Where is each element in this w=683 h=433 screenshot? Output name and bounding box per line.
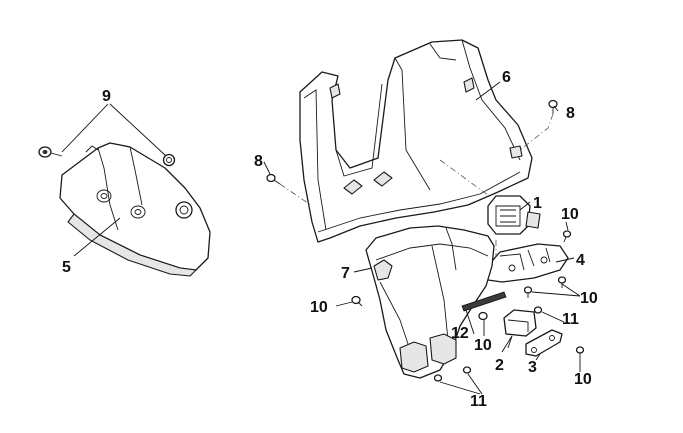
callout-3: 3	[528, 359, 537, 376]
callout-10-center: 10	[474, 337, 492, 354]
part-9-clip	[162, 153, 176, 167]
screw-10-mid-a	[557, 276, 567, 288]
callout-10-bottom: 10	[574, 371, 592, 388]
part-8-screw-right	[548, 99, 558, 114]
screw-11-b	[462, 366, 472, 374]
screw-10-mid-b	[523, 286, 533, 298]
fasteners	[351, 230, 585, 382]
screw-11-a	[433, 374, 443, 382]
screw-10-near-12	[478, 311, 488, 321]
part-1-switch	[487, 195, 541, 235]
callout-10-upper-right: 10	[561, 206, 579, 223]
callout-9: 9	[102, 88, 111, 105]
callout-8-right: 8	[566, 105, 575, 122]
assembly-lines	[279, 113, 554, 256]
part-12-strip	[461, 291, 507, 312]
callout-7: 7	[341, 265, 350, 282]
leader-lines	[61, 81, 581, 395]
screw-10-left	[351, 295, 363, 307]
callout-12: 12	[451, 325, 469, 342]
callout-10-left: 10	[310, 299, 328, 316]
callout-4: 4	[576, 252, 585, 269]
part-9-screw	[38, 146, 63, 158]
part-5-side-cover	[59, 142, 211, 277]
part-8-screw-left	[266, 173, 281, 185]
part-6-inner-panel	[299, 39, 533, 243]
callout-6: 6	[502, 69, 511, 86]
part-2-connector	[503, 309, 537, 349]
callout-2: 2	[495, 357, 504, 374]
part-7-lower-cover	[365, 225, 495, 379]
part-4-bracket	[485, 243, 569, 283]
callout-labels: 9 5 6 8 8 1 10 4 7 10 10 11 12 10 2 3 10…	[62, 69, 598, 410]
screw-11-right	[533, 306, 543, 314]
callout-8-left: 8	[254, 153, 263, 170]
callout-1: 1	[533, 195, 542, 212]
callout-10-mid-right: 10	[580, 290, 598, 307]
screw-10-bottom	[575, 346, 585, 360]
screw-10-upper-right	[562, 230, 572, 243]
part-3-plate	[525, 329, 563, 357]
callout-11-bottom: 11	[470, 393, 487, 410]
callout-5: 5	[62, 259, 71, 276]
callout-11-right: 11	[562, 311, 579, 328]
